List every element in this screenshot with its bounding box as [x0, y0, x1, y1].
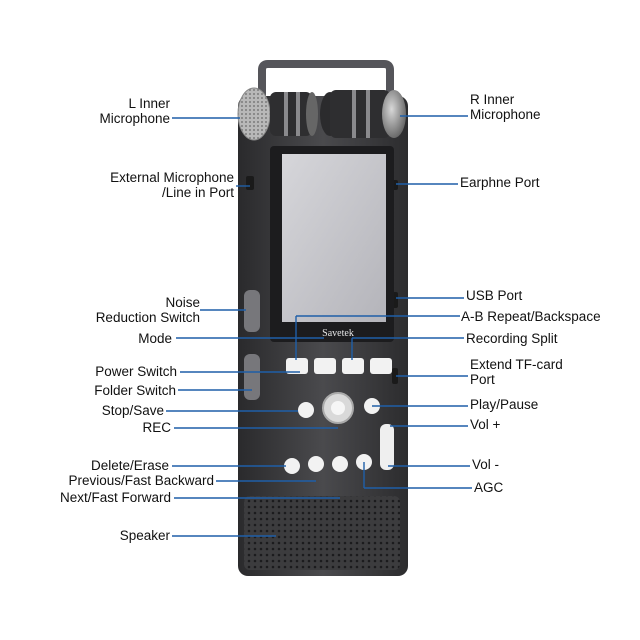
- label-tf-card-port: Extend TF-card Port: [470, 357, 563, 387]
- stop-save-button[interactable]: [298, 402, 314, 418]
- delete-erase-button[interactable]: [284, 458, 300, 474]
- label-ab-repeat: A-B Repeat/Backspace: [461, 309, 601, 324]
- noise-reduction-switch[interactable]: [244, 290, 260, 332]
- top-button-row: [286, 358, 392, 374]
- label-l-inner-mic: L Inner Microphone: [99, 96, 170, 126]
- ab-repeat-button[interactable]: [286, 358, 308, 374]
- label-vol-up: Vol +: [470, 417, 501, 432]
- prev-fast-back-button[interactable]: [308, 456, 324, 472]
- label-ext-mic-port: External Microphone /Line in Port: [110, 170, 234, 200]
- label-rec: REC: [142, 420, 171, 435]
- mode-button[interactable]: [314, 358, 336, 374]
- label-play-pause: Play/Pause: [470, 397, 539, 412]
- label-stop-save: Stop/Save: [101, 403, 164, 418]
- rec-split-button[interactable]: [342, 358, 364, 374]
- next-fast-fwd-button[interactable]: [332, 456, 348, 472]
- handle-loop: [258, 60, 394, 100]
- label-agc: AGC: [474, 480, 504, 495]
- label-earphone-port: Earphne Port: [460, 175, 540, 190]
- speaker-grille: [244, 496, 400, 570]
- leader-lines: [166, 115, 472, 537]
- label-prev-fast-back: Previous/Fast Backward: [68, 473, 214, 488]
- left-microphone: [237, 87, 318, 141]
- label-usb-port: USB Port: [466, 288, 523, 303]
- label-delete-erase: Delete/Erase: [90, 458, 169, 473]
- brand-logo: Savetek: [322, 328, 354, 339]
- display-screen: [282, 154, 386, 322]
- rec-button-center: [331, 401, 345, 415]
- label-r-inner-mic: R Inner Microphone: [470, 92, 541, 122]
- right-microphone: [320, 90, 406, 138]
- volume-rocker[interactable]: [380, 424, 394, 470]
- label-rec-split: Recording Split: [466, 331, 558, 346]
- ext-mic-port: [246, 176, 254, 190]
- label-vol-down: Vol -: [472, 457, 500, 472]
- label-speaker: Speaker: [119, 528, 170, 543]
- label-noise-reduction-switch: Noise Reduction Switch: [95, 295, 200, 325]
- label-mode: Mode: [138, 331, 172, 346]
- tf-card-port: [392, 368, 398, 384]
- label-next-fast-fwd: Next/Fast Forward: [59, 490, 171, 505]
- label-folder-switch: Folder Switch: [94, 383, 176, 398]
- label-power-switch: Power Switch: [95, 364, 177, 379]
- power-folder-switch[interactable]: [244, 354, 260, 400]
- usb-area-button[interactable]: [370, 358, 392, 374]
